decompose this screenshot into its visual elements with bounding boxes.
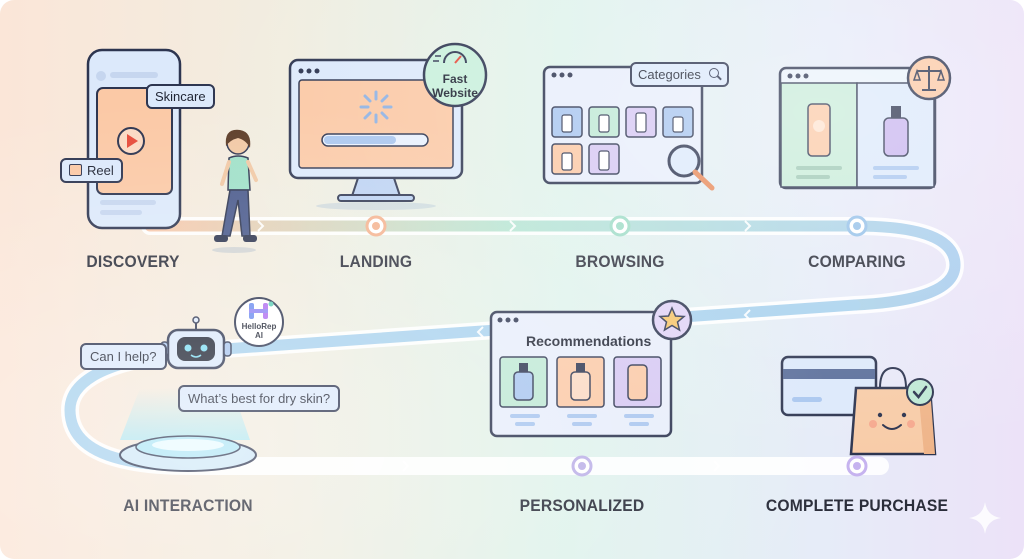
robot-icon bbox=[160, 316, 232, 370]
categories-label: Categories bbox=[638, 67, 701, 82]
bot-bubble-text: Can I help? bbox=[90, 349, 157, 364]
recommendations-title: Recommendations bbox=[526, 333, 652, 349]
stage-label-complete-purchase: COMPLETE PURCHASE bbox=[765, 496, 949, 515]
star-icon bbox=[651, 299, 693, 341]
stage-label-personalized: PERSONALIZED bbox=[519, 496, 645, 515]
landing-monitor bbox=[288, 58, 464, 210]
ai-hologram bbox=[119, 388, 257, 472]
walking-person bbox=[212, 129, 258, 253]
loading-spinner bbox=[359, 90, 393, 124]
hellorep-ai: AI bbox=[255, 331, 263, 340]
skincare-tag-label: Skincare bbox=[155, 89, 206, 104]
search-icon bbox=[708, 68, 722, 81]
discovery-phone bbox=[86, 48, 182, 230]
path-chevrons bbox=[257, 220, 752, 472]
stage-label-comparing: COMPARING bbox=[808, 252, 906, 271]
check-icon bbox=[906, 378, 934, 406]
hellorep-logo bbox=[234, 297, 284, 347]
hellorep-logo-text: HelloRep AI bbox=[237, 322, 281, 340]
scale-icon bbox=[906, 55, 952, 101]
play-icon bbox=[117, 127, 145, 155]
magnifier-icon bbox=[667, 144, 715, 191]
user-bubble-text: What’s best for dry skin? bbox=[188, 391, 331, 406]
stage-label-ai-interaction: AI INTERACTION bbox=[123, 496, 253, 515]
comparing-window bbox=[778, 66, 937, 190]
reel-tag-label: Reel bbox=[87, 163, 114, 178]
hellorep-name: HelloRep bbox=[241, 322, 277, 331]
reel-tag: Reel bbox=[60, 158, 123, 183]
categories-search[interactable]: Categories bbox=[630, 62, 729, 87]
recommendations-window bbox=[489, 310, 673, 438]
fast-website-label: Fast Website bbox=[425, 72, 485, 100]
sparkle-icon bbox=[969, 502, 1001, 534]
reel-icon bbox=[69, 164, 82, 176]
stage-label-discovery: DISCOVERY bbox=[86, 252, 180, 271]
speedometer-icon bbox=[433, 51, 467, 64]
fast-website-badge bbox=[422, 42, 488, 108]
website-label: Website bbox=[432, 86, 478, 100]
fast-label: Fast bbox=[442, 72, 468, 86]
credit-card-icon bbox=[780, 355, 878, 417]
browsing-window bbox=[542, 65, 715, 191]
user-bubble: What’s best for dry skin? bbox=[178, 385, 341, 412]
bot-bubble: Can I help? bbox=[80, 343, 167, 370]
path-nodes bbox=[365, 215, 868, 477]
stage-label-browsing: BROWSING bbox=[575, 252, 665, 271]
skincare-tag: Skincare bbox=[146, 84, 215, 109]
stage-label-landing: LANDING bbox=[339, 252, 413, 271]
